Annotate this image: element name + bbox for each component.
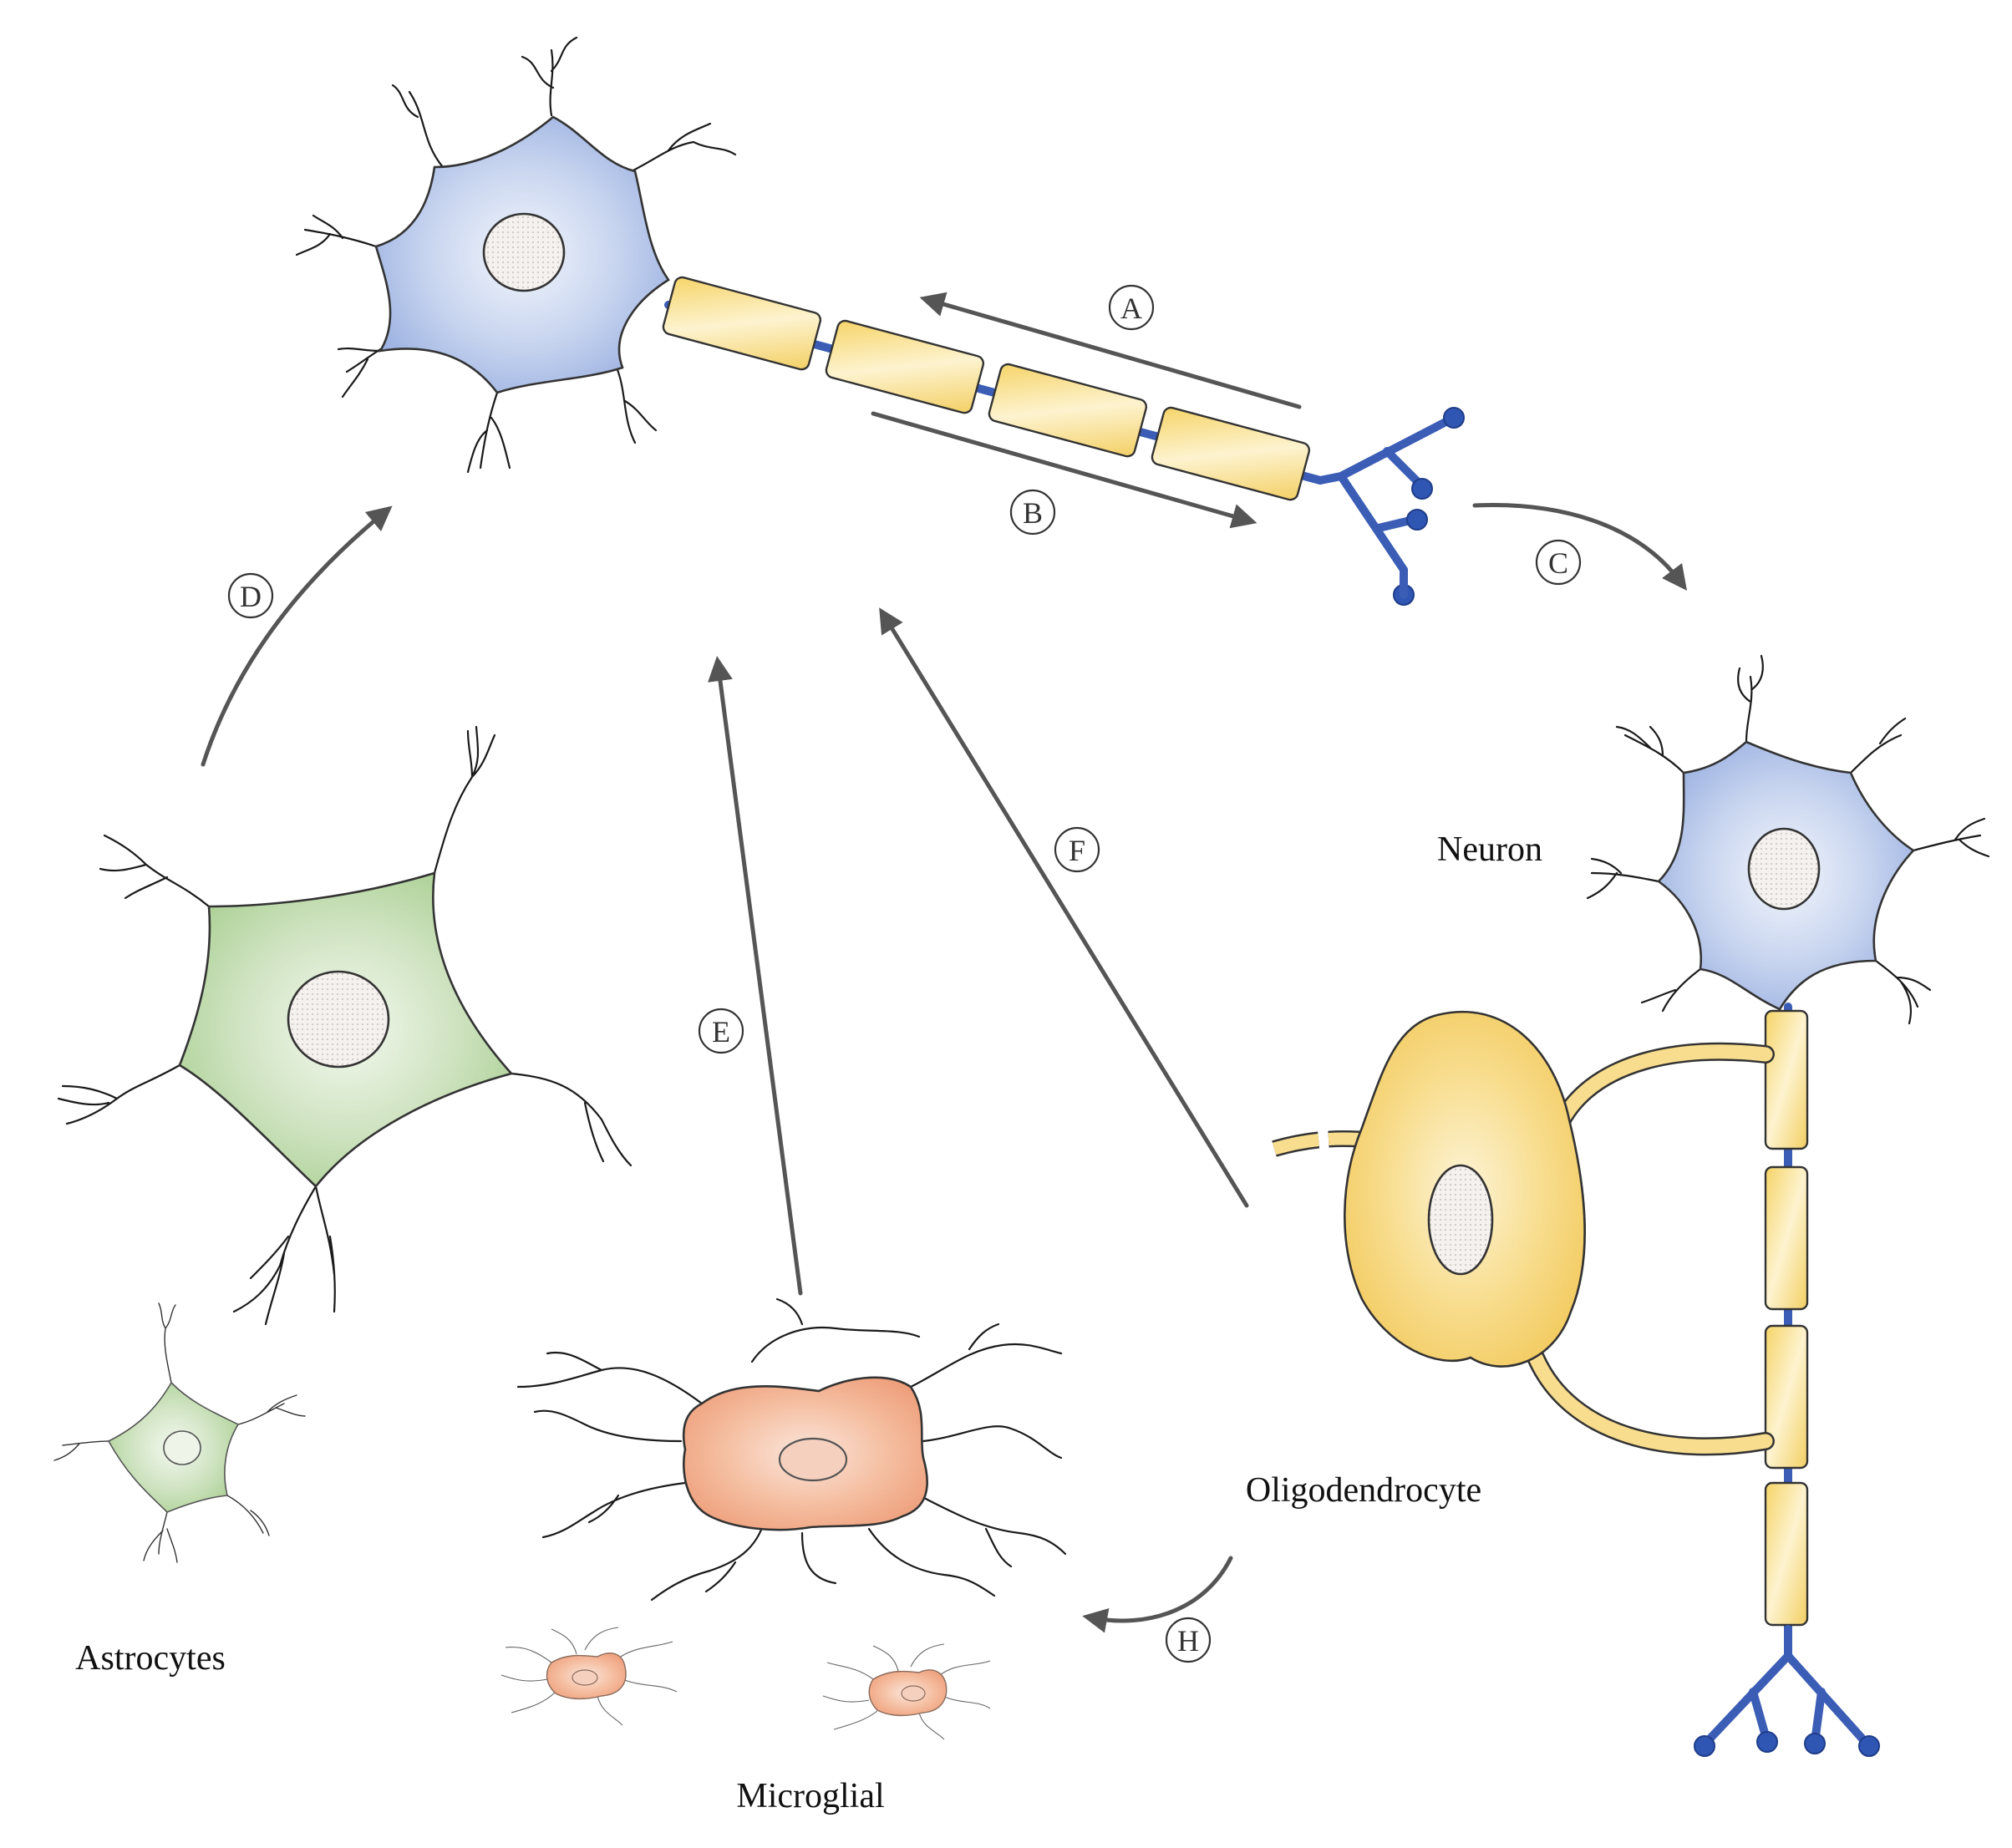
neuron-top-myelin [662, 276, 1311, 501]
arrow-a [919, 292, 1302, 409]
neuron-right-axon-terminal [1694, 1625, 1880, 1757]
astrocyte-small [53, 1302, 306, 1563]
arrow-c [1472, 503, 1688, 591]
label-neuron: Neuron [1437, 830, 1542, 869]
label-astrocytes: Astrocytes [75, 1639, 226, 1678]
microglia-large [516, 1297, 1067, 1602]
label-microglial: Microglial [736, 1777, 884, 1815]
svg-text:C: C [1548, 546, 1568, 580]
microglia-small-right [822, 1643, 991, 1740]
astrocyte-small-processes [53, 1302, 306, 1563]
astrocyte-large-nucleus [287, 970, 390, 1069]
arrow-f [879, 607, 1249, 1208]
svg-text:B: B [1023, 496, 1043, 530]
neuron-right-myelin [1764, 1009, 1809, 1627]
oligodendrocyte [1272, 1010, 1775, 1456]
oligodendrocyte-nucleus [1427, 1164, 1494, 1276]
marker-a: A [1108, 284, 1155, 331]
arrows [201, 292, 1688, 1633]
arrow-b [871, 411, 1258, 529]
arrow-d [201, 505, 393, 767]
neuron-top-axon-terminal [1316, 407, 1465, 606]
marker-f: F [1054, 826, 1100, 873]
microglia-small-left [500, 1627, 678, 1726]
marker-h: H [1165, 1617, 1212, 1663]
astrocyte-large [57, 725, 633, 1326]
astrocyte-small-nucleus [163, 1430, 201, 1465]
arrow-h [1082, 1556, 1233, 1633]
microglia-large-nucleus [778, 1437, 848, 1482]
marker-b: B [1009, 489, 1056, 536]
marker-d: D [227, 572, 274, 619]
neuron-right [1586, 654, 1990, 1757]
svg-text:F: F [1069, 834, 1085, 867]
svg-text:D: D [240, 580, 262, 613]
svg-text:E: E [712, 1015, 730, 1048]
label-oligodendrocyte: Oligodendrocyte [1246, 1471, 1481, 1510]
astrocyte-large-processes [57, 725, 633, 1326]
neuron-right-dendrites [1586, 654, 1990, 1025]
neuron-top [295, 36, 1465, 606]
neuron-right-nucleus [1747, 827, 1821, 911]
marker-c: C [1535, 539, 1582, 586]
neuron-top-nucleus [482, 212, 566, 292]
arrow-e [708, 656, 803, 1296]
microglia-large-processes [516, 1297, 1067, 1602]
svg-text:H: H [1177, 1624, 1199, 1658]
svg-text:A: A [1120, 292, 1142, 325]
marker-e: E [698, 1008, 744, 1054]
